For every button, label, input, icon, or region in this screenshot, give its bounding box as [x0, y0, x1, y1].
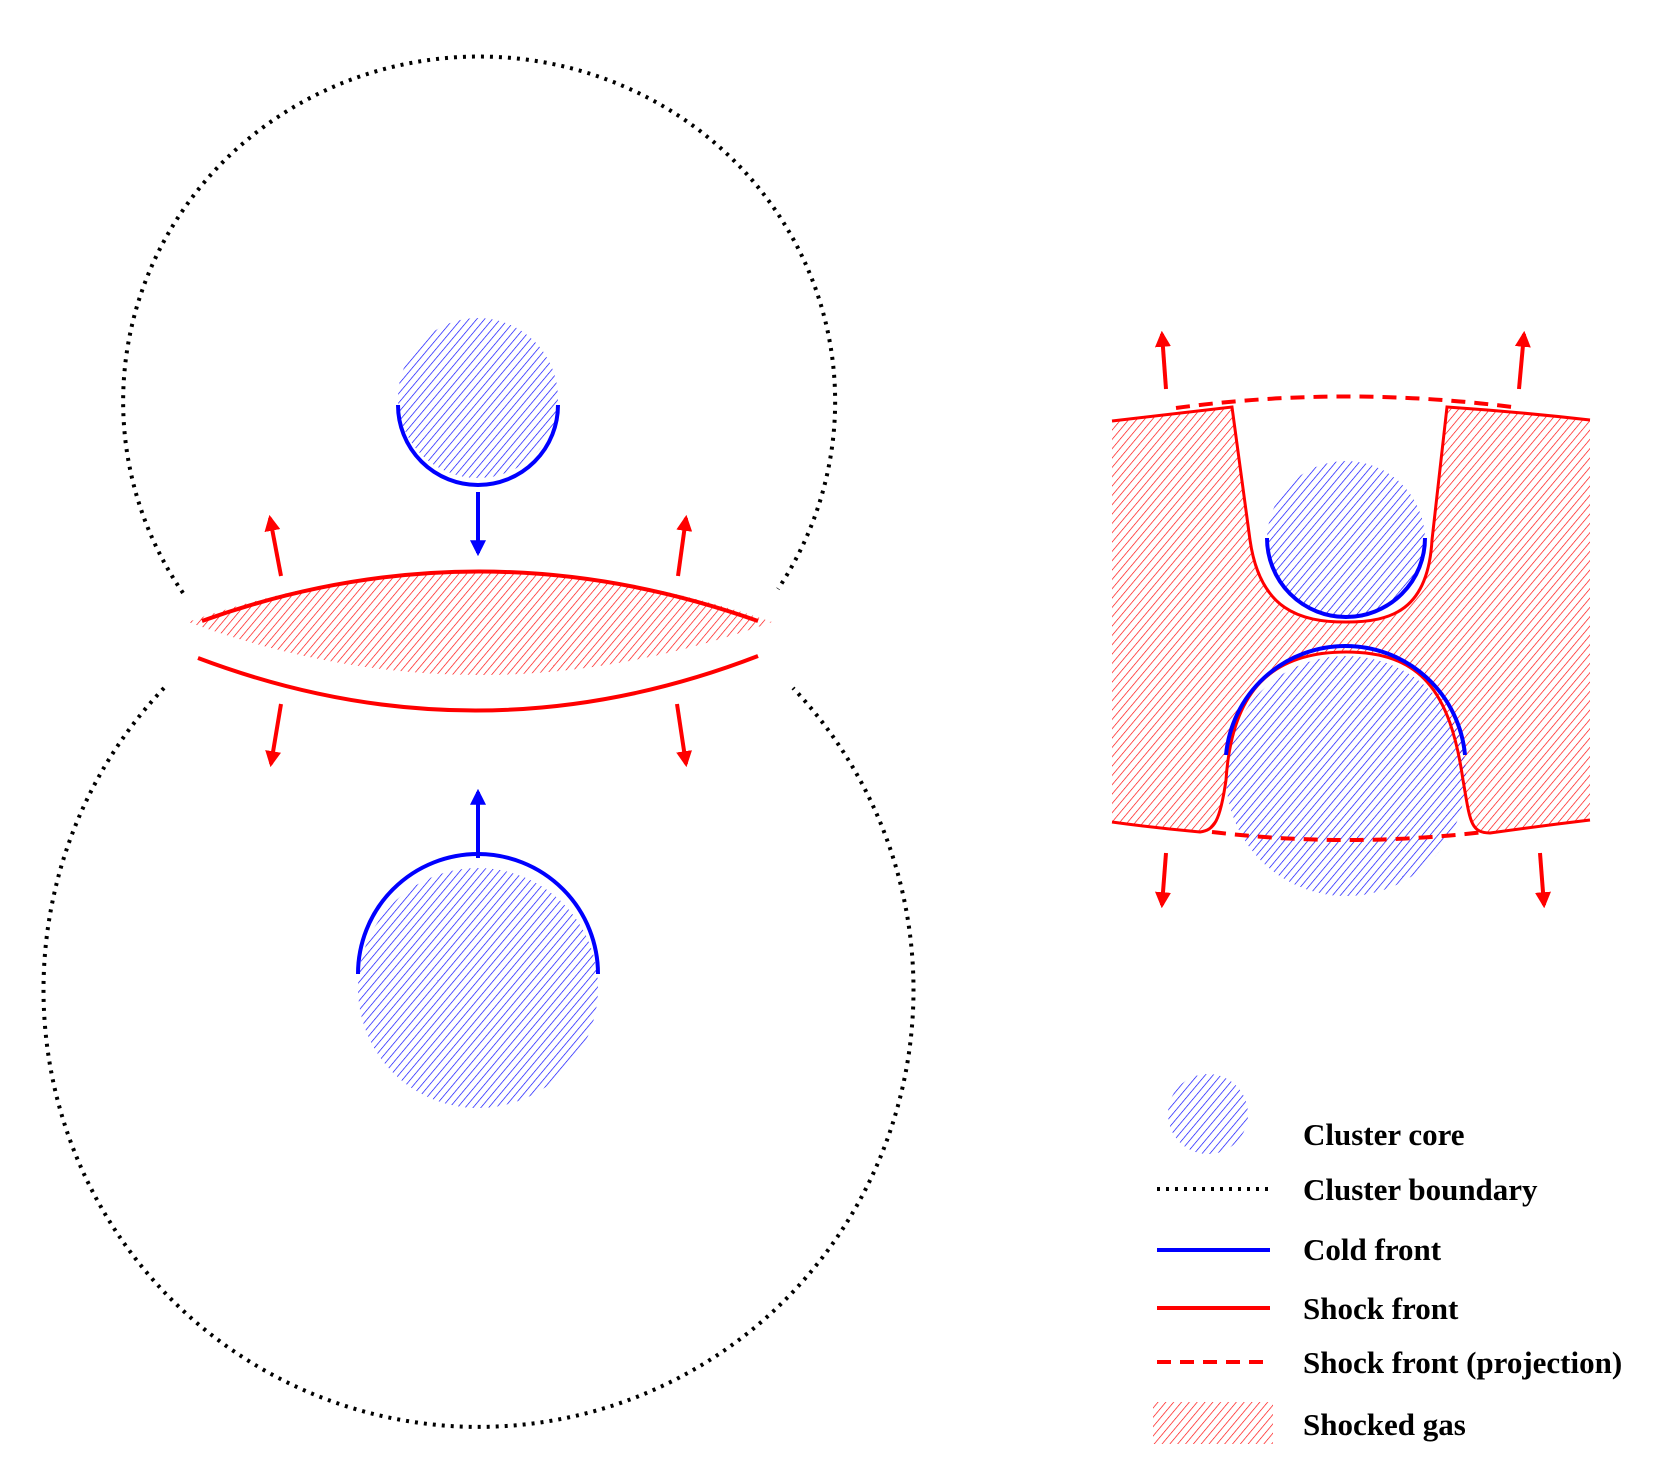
legend-label-cluster-boundary: Cluster boundary: [1303, 1172, 1538, 1207]
shock-front-lower: [197, 654, 759, 713]
legend-label-shock-front: Shock front: [1303, 1291, 1459, 1326]
legend-swatch-shocked-gas: [1153, 1402, 1273, 1444]
shock-front-projection-lower: [1211, 830, 1485, 842]
legend-label-shock-front-projection: Shock front (projection): [1303, 1345, 1622, 1380]
arrow-icon: [1514, 330, 1531, 390]
cluster-core-upper: [398, 318, 558, 478]
cluster-core-lower: [358, 868, 598, 1108]
cluster-core-upper: [1267, 461, 1425, 619]
legend-label-shocked-gas: Shocked gas: [1303, 1407, 1466, 1442]
cold-front-lower: [1224, 644, 1467, 756]
arrow-icon: [265, 703, 283, 768]
arrow-icon: [676, 514, 693, 577]
arrow-icon: [1155, 852, 1171, 909]
left-panel: [41, 54, 916, 1429]
shock-front-lower: [1111, 650, 1591, 835]
arrow-icon: [675, 703, 693, 768]
legend: Cluster core Cluster boundary Cold front…: [1153, 1074, 1622, 1444]
legend-label-cold-front: Cold front: [1303, 1232, 1442, 1267]
arrow-icon: [1535, 852, 1551, 909]
cold-front-upper: [1265, 537, 1427, 619]
shock-front-upper: [201, 569, 759, 623]
cluster-core-lower: [1226, 656, 1466, 896]
legend-label-cluster-core: Cluster core: [1303, 1117, 1465, 1152]
cold-front-upper: [396, 404, 560, 487]
arrow-icon: [264, 514, 283, 577]
shock-front-projection-upper: [1175, 394, 1521, 410]
shocked-gas-lens: [188, 571, 772, 675]
right-panel: [1111, 330, 1591, 909]
arrow-icon: [1154, 330, 1171, 390]
cluster-boundary-lower: [41, 686, 916, 1429]
legend-swatch-cluster-core: [1168, 1074, 1248, 1154]
shock-front-upper: [1111, 405, 1591, 624]
